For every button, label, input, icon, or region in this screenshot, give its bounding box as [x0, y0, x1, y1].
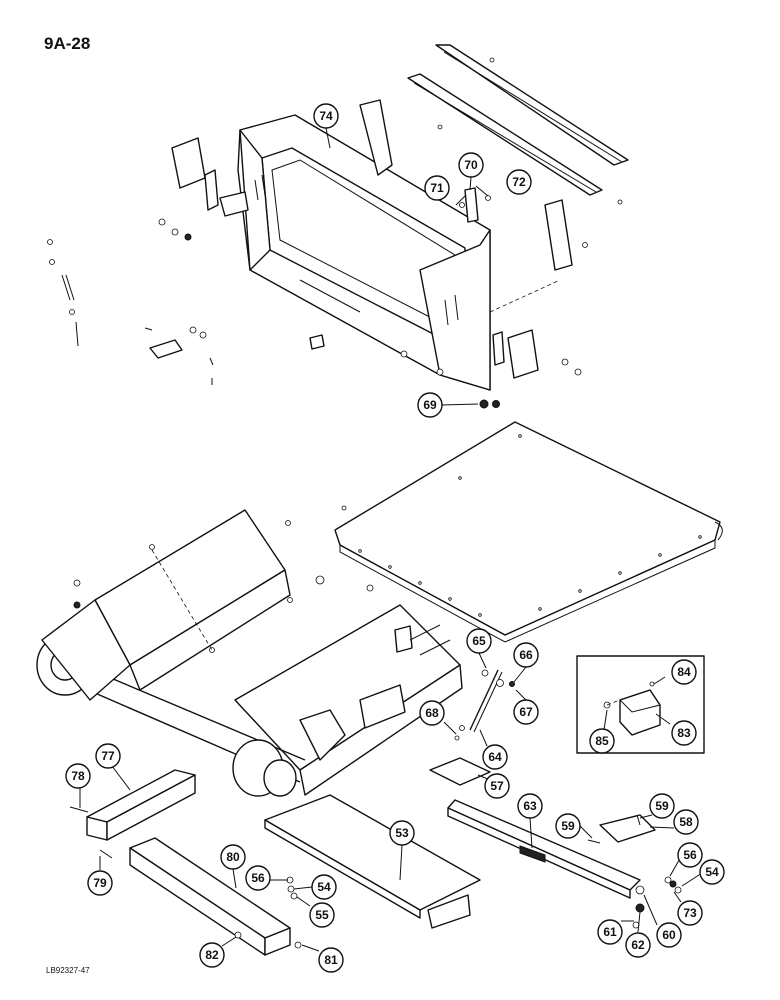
cover-panel: [334, 421, 723, 643]
callout-67: 67: [513, 699, 539, 725]
svg-text:61: 61: [603, 925, 617, 939]
svg-text:58: 58: [679, 815, 693, 829]
frame-assembly: [47, 44, 629, 409]
svg-text:85: 85: [595, 734, 609, 748]
page-label: 9A-28: [44, 34, 91, 53]
svg-text:63: 63: [523, 799, 537, 813]
callout-59: 59: [649, 793, 675, 819]
svg-text:68: 68: [425, 706, 439, 720]
callout-65: 65: [466, 628, 492, 654]
callout-73: 73: [677, 900, 703, 926]
feeder-frame: [36, 509, 463, 797]
svg-text:55: 55: [315, 908, 329, 922]
callout-71: 71: [424, 175, 450, 201]
callout-78: 78: [65, 763, 91, 789]
svg-text:54: 54: [705, 865, 719, 879]
svg-text:65: 65: [472, 634, 486, 648]
callout-60: 60: [656, 922, 682, 948]
svg-text:79: 79: [93, 876, 107, 890]
svg-text:56: 56: [251, 871, 265, 885]
callout-54: 54: [699, 859, 725, 885]
svg-text:67: 67: [519, 705, 533, 719]
svg-text:80: 80: [226, 850, 240, 864]
svg-text:73: 73: [683, 906, 697, 920]
callout-58: 58: [673, 809, 699, 835]
leader-lines: [79, 127, 703, 952]
callout-64: 64: [482, 744, 508, 770]
callout-53: 53: [389, 820, 415, 846]
callout-80: 80: [220, 844, 246, 870]
svg-text:78: 78: [71, 769, 85, 783]
callout-57: 57: [484, 773, 510, 799]
callout-55: 55: [309, 902, 335, 928]
svg-text:53: 53: [395, 826, 409, 840]
callout-82: 82: [199, 942, 225, 968]
callout-83: 83: [671, 720, 697, 746]
svg-text:70: 70: [464, 158, 478, 172]
svg-text:57: 57: [490, 779, 504, 793]
svg-text:54: 54: [317, 880, 331, 894]
callout-63: 63: [517, 793, 543, 819]
svg-text:82: 82: [205, 948, 219, 962]
callout-59: 59: [555, 813, 581, 839]
svg-text:66: 66: [519, 648, 533, 662]
callout-72: 72: [506, 169, 532, 195]
svg-text:72: 72: [512, 175, 526, 189]
callout-54: 54: [311, 874, 337, 900]
callout-70: 70: [458, 152, 484, 178]
svg-text:56: 56: [683, 848, 697, 862]
rod-hardware: [429, 669, 515, 786]
callout-66: 66: [513, 642, 539, 668]
svg-text:62: 62: [631, 938, 645, 952]
callout-77: 77: [95, 743, 121, 769]
svg-text:59: 59: [561, 819, 575, 833]
callout-56: 56: [677, 842, 703, 868]
callout-56: 56: [245, 865, 271, 891]
svg-text:60: 60: [662, 928, 676, 942]
svg-text:77: 77: [101, 749, 115, 763]
callout-81: 81: [318, 947, 344, 973]
lower-parts: [69, 769, 682, 956]
callout-68: 68: [419, 700, 445, 726]
svg-text:59: 59: [655, 799, 669, 813]
svg-text:74: 74: [319, 109, 333, 123]
svg-text:64: 64: [488, 750, 502, 764]
callout-62: 62: [625, 932, 651, 958]
callout-85: 85: [589, 728, 615, 754]
callout-61: 61: [597, 919, 623, 945]
callout-79: 79: [87, 870, 113, 896]
callout-74: 74: [313, 103, 339, 129]
svg-text:84: 84: [677, 665, 691, 679]
svg-text:81: 81: [324, 953, 338, 967]
callout-69: 69: [417, 392, 443, 418]
callout-84: 84: [671, 659, 697, 685]
svg-text:71: 71: [430, 181, 444, 195]
svg-text:69: 69: [423, 398, 437, 412]
reference-label: LB92327-47: [46, 966, 90, 975]
svg-text:83: 83: [677, 726, 691, 740]
